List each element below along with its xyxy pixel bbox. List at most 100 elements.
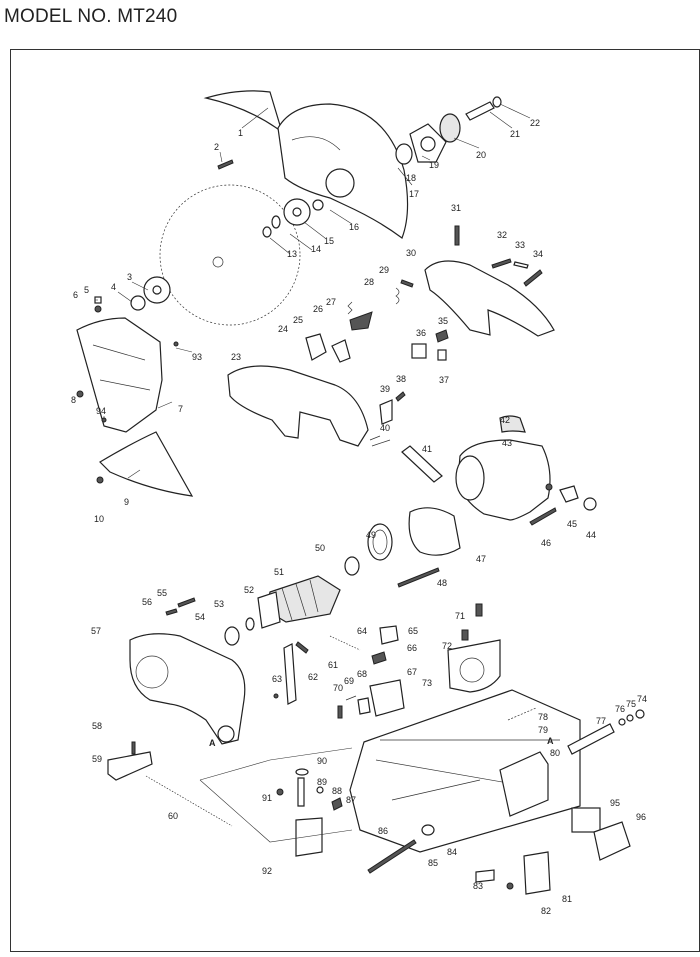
label-part-23: 23 [231, 352, 241, 362]
label-part-77: 77 [596, 716, 606, 726]
part-73-vise-plate [447, 639, 501, 693]
label-part-84: 84 [447, 847, 457, 857]
part-60-spring [145, 775, 233, 827]
part-32-pin [491, 258, 512, 269]
label-part-27: 27 [326, 297, 336, 307]
part-8-screw [76, 390, 84, 398]
label-part-3: 3 [127, 272, 132, 282]
label-part-39: 39 [380, 384, 390, 394]
label-part-72: 72 [442, 641, 452, 651]
label-part-62: 62 [308, 672, 318, 682]
label-part-33: 33 [515, 240, 525, 250]
saw-blade [159, 184, 301, 326]
label-part-56: 56 [142, 597, 152, 607]
part-10-screw [96, 476, 104, 484]
part-22-washer [492, 96, 502, 108]
label-part-30: 30 [406, 248, 416, 258]
part-78-spring [507, 707, 537, 721]
label-part-43: 43 [502, 438, 512, 448]
part-61-screw [295, 641, 309, 654]
part-63-pin [273, 693, 279, 699]
part-27-spring [347, 301, 353, 315]
handle-group [227, 225, 555, 483]
part-53-washer [245, 617, 255, 631]
label-part-61: 61 [328, 660, 338, 670]
part-55-pin [177, 597, 196, 608]
part-47-field [408, 507, 461, 556]
part-7-safety-cover [76, 317, 163, 433]
part-69-spring [345, 695, 357, 701]
label-part-54: 54 [195, 612, 205, 622]
label-part-40: 40 [380, 423, 390, 433]
part-26-lever [349, 311, 373, 331]
part-24-button [305, 333, 327, 361]
label-part-22: 22 [530, 118, 540, 128]
label-part-18: 18 [406, 173, 416, 183]
label-part-95: 95 [610, 798, 620, 808]
label-part-25: 25 [293, 315, 303, 325]
part-74-nut [635, 709, 645, 719]
label-part-63: 63 [272, 674, 282, 684]
part-57-gear-housing [129, 633, 246, 745]
label-part-45: 45 [567, 519, 577, 529]
part-85-bolt [367, 839, 417, 874]
part-44-brush-cap [583, 497, 597, 511]
label-part-36: 36 [416, 328, 426, 338]
part-71-bolt [475, 603, 483, 617]
part-81-cover [523, 851, 551, 895]
part-42-nameplate [499, 415, 526, 433]
label-part-7: 7 [178, 404, 183, 414]
part-25-lever [331, 339, 351, 363]
part-88-ring [316, 786, 324, 794]
armature-group [107, 575, 399, 827]
label-part-1: 1 [238, 128, 243, 138]
part-20-gear [439, 113, 461, 143]
label-part-57: 57 [91, 626, 101, 636]
label-part-55: 55 [157, 588, 167, 598]
label-part-53: 53 [214, 599, 224, 609]
part-76-washer [618, 718, 626, 726]
label-part-92: 92 [262, 866, 272, 876]
label-part-48: 48 [437, 578, 447, 588]
blade-guard-group [159, 90, 502, 326]
label-part-96: 96 [636, 812, 646, 822]
part-38-screw [395, 391, 406, 402]
part-number-labels: 1 2 3 4 5 6 7 8 9 10 13 14 15 16 17 18 1… [71, 118, 647, 916]
part-43-motor-housing [457, 439, 551, 521]
label-part-94: 94 [96, 406, 106, 416]
label-part-42: 42 [500, 415, 510, 425]
label-part-64: 64 [357, 626, 367, 636]
part-46-screw [529, 507, 557, 526]
label-part-93: 93 [192, 352, 202, 362]
label-part-91: 91 [262, 793, 272, 803]
part-31-screw [454, 225, 460, 246]
label-part-87: 87 [346, 795, 356, 805]
part-35-clip [435, 329, 449, 343]
part-70-screw [337, 705, 343, 719]
label-part-74: 74 [637, 694, 647, 704]
part-59-lever [107, 751, 153, 781]
part-82-screw [506, 882, 514, 890]
label-part-38: 38 [396, 374, 406, 384]
label-part-35: 35 [438, 316, 448, 326]
part-13-ring [262, 226, 272, 238]
label-part-68: 68 [357, 669, 367, 679]
label-part-28: 28 [364, 277, 374, 287]
part-37-cap [437, 349, 447, 361]
part-75-washer [626, 714, 634, 722]
label-part-13: 13 [287, 249, 297, 259]
label-part-34: 34 [533, 249, 543, 259]
part-40-cord [369, 435, 391, 447]
part-56-key [165, 608, 178, 616]
label-part-5: 5 [84, 285, 89, 295]
part-93-pin [173, 341, 179, 347]
label-part-32: 32 [497, 230, 507, 240]
label-part-59: 59 [92, 754, 102, 764]
label-part-78: 78 [538, 712, 548, 722]
label-part-52: 52 [244, 585, 254, 595]
part-18-bearing [395, 143, 413, 165]
part-96-pad [593, 821, 631, 861]
label-part-88: 88 [332, 786, 342, 796]
part-21-spindle [465, 101, 495, 121]
